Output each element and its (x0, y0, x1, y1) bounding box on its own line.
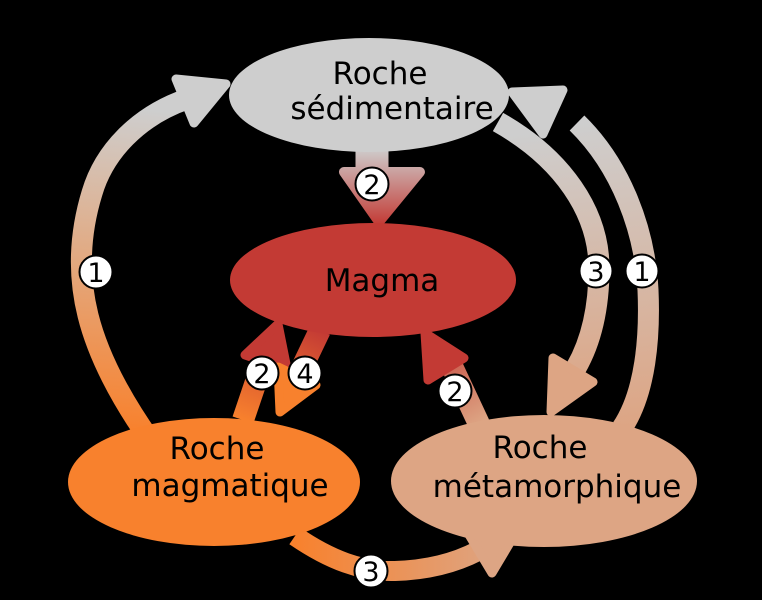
badge-erosion-right: 1 (624, 253, 660, 289)
nodes (68, 38, 697, 547)
badge-circle (244, 355, 280, 391)
badge-erosion-left: 1 (78, 254, 114, 290)
arrow-shaft (289, 527, 483, 582)
arrow-shaft (70, 89, 191, 447)
arrow-shaft (492, 112, 610, 374)
badge-circle (354, 166, 390, 202)
badge-number: 1 (633, 257, 650, 288)
badges: 1 2 3 1 2 4 2 3 (78, 166, 660, 589)
badge-fusion-lower-right: 2 (437, 373, 473, 409)
badge-circle (437, 373, 473, 409)
node-labels: Roche sédimentaire Magma Roche magmatiqu… (131, 56, 681, 505)
badge-crystallization: 4 (287, 355, 323, 391)
badge-number: 3 (587, 257, 604, 288)
arrow-shaft (569, 115, 659, 434)
badge-metamorphism-bottom: 3 (353, 553, 389, 589)
badge-circle (624, 253, 660, 289)
node-sedimentary (229, 38, 509, 152)
badge-number: 4 (296, 359, 313, 390)
node-metamorphic (391, 415, 697, 547)
badge-fusion-lower-left: 2 (244, 355, 280, 391)
node-magmatic (68, 418, 360, 546)
badge-number: 1 (87, 258, 104, 289)
arrowhead-up-right-icon (171, 74, 231, 128)
badge-circle (78, 254, 114, 290)
arrowhead-down-left-icon (546, 353, 598, 417)
magmatic-label-line1: Roche (170, 431, 265, 467)
arrowhead-up-left-icon (420, 328, 469, 385)
metamorphic-label-line1: Roche (493, 430, 588, 466)
badge-circle (578, 253, 614, 289)
badge-circle (287, 355, 323, 391)
badge-fusion-top: 2 (354, 166, 390, 202)
arrowhead-up-left-icon (507, 85, 568, 139)
metamorphic-label-line2: métamorphique (433, 469, 682, 505)
badge-circle (353, 553, 389, 589)
badge-metamorphism-right: 3 (578, 253, 614, 289)
badge-number: 3 (362, 557, 379, 588)
badge-number: 2 (363, 170, 380, 201)
sedimentary-label-line2: sédimentaire (290, 91, 493, 127)
badge-number: 2 (446, 377, 463, 408)
badge-number: 2 (253, 359, 270, 390)
arrow-metamorphic-to-sedimentary (507, 85, 659, 434)
magmatic-label-line2: magmatique (131, 468, 328, 504)
magma-label: Magma (325, 263, 440, 299)
arrow-magmatic-to-sedimentary (70, 74, 231, 447)
sedimentary-label-line1: Roche (333, 56, 428, 92)
node-magma (230, 223, 516, 337)
